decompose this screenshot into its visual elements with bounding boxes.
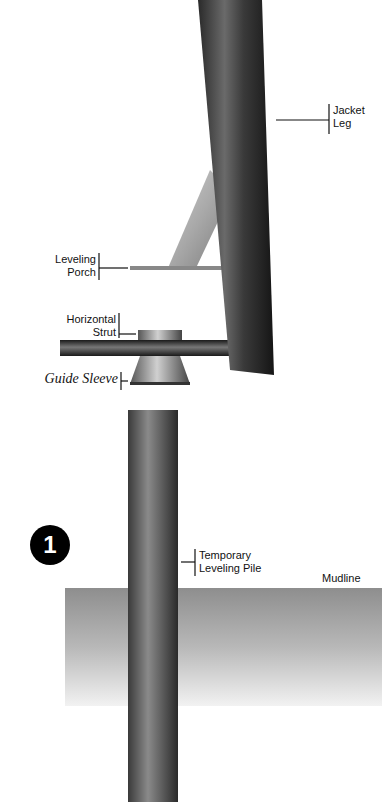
part-label: Jacket Leg [333,104,377,130]
guide-sleeve-cone [130,356,190,384]
callout-number: 1 [30,525,70,565]
horizontal-strut [60,340,238,356]
guide-sleeve-rim [130,382,190,385]
part-label: Guide Sleeve [40,371,118,387]
part-label: Horizontal Strut [58,313,116,339]
callout-text: 1 [43,531,56,559]
leveling-pile [128,410,178,802]
jacket-leg [198,0,274,375]
mudline-band [65,588,382,706]
region-label: Mudline [322,572,378,585]
part-label: Leveling Porch [46,253,96,279]
leader-lines [99,104,329,576]
guide-sleeve-top [138,330,182,340]
part-label: Temporary Leveling Pile [199,549,273,575]
